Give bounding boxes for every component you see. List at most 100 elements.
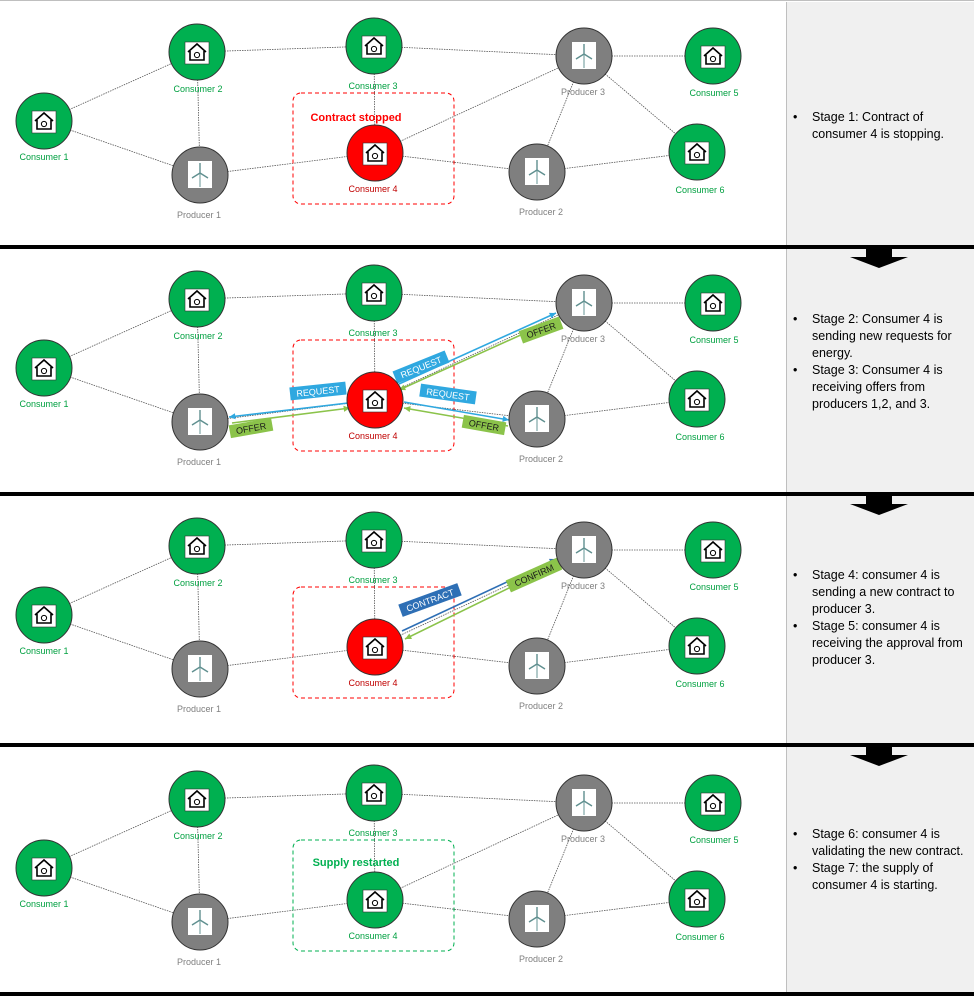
node-producer-1: Producer 1 bbox=[171, 146, 229, 220]
consumer-4-highlight-box bbox=[292, 92, 455, 205]
node-label: Consumer 2 bbox=[173, 578, 222, 588]
node-label: Consumer 6 bbox=[675, 932, 724, 942]
node-label: Consumer 2 bbox=[173, 831, 222, 841]
node-consumer-2: Consumer 2 bbox=[168, 517, 226, 588]
node-consumer-2: Consumer 2 bbox=[168, 23, 226, 94]
network-link bbox=[199, 646, 376, 670]
stage-4-5-description-panel: Stage 4: consumer 4 is sending a new con… bbox=[786, 496, 974, 743]
stage-1-network: Contract stopped Consumer 1 Consumer 2 Cons… bbox=[15, 17, 742, 220]
message-arrow bbox=[403, 401, 510, 421]
network-link bbox=[199, 399, 376, 423]
node-label: Producer 2 bbox=[519, 207, 563, 217]
network-link bbox=[196, 292, 375, 300]
node-producer-2: Producer 2 bbox=[508, 390, 566, 464]
node-label: Consumer 6 bbox=[675, 679, 724, 689]
node-producer-1: Producer 1 bbox=[171, 640, 229, 714]
stage-2-network: REQUESTOFFERREQUESTOFFERREQUESTOFFERCons… bbox=[15, 264, 742, 467]
stage-separator bbox=[0, 992, 974, 996]
node-label: Consumer 4 bbox=[348, 431, 397, 441]
request-tag: REQUEST bbox=[419, 383, 477, 405]
node-label: Consumer 1 bbox=[19, 646, 68, 656]
request-tag-label: REQUEST bbox=[296, 384, 341, 399]
network-link bbox=[373, 45, 585, 57]
network-link bbox=[373, 539, 585, 551]
node-label: Consumer 6 bbox=[675, 185, 724, 195]
offer-tag: OFFER bbox=[228, 417, 274, 439]
stage-2-text: Stage 2: Consumer 4 is sending new reque… bbox=[787, 311, 974, 362]
top-border bbox=[0, 0, 974, 1]
network-link bbox=[536, 398, 698, 420]
node-label: Producer 3 bbox=[561, 581, 605, 591]
network-link bbox=[374, 55, 585, 154]
node-label: Consumer 5 bbox=[689, 88, 738, 98]
node-consumer-3: Consumer 3 bbox=[345, 264, 403, 338]
request-tag: REQUEST bbox=[289, 381, 347, 401]
node-label: Consumer 1 bbox=[19, 899, 68, 909]
arrowhead-icon bbox=[405, 633, 412, 639]
message-arrow bbox=[228, 402, 349, 418]
consumer-4-highlight-box bbox=[292, 586, 455, 699]
network-link bbox=[196, 792, 375, 800]
network-link bbox=[374, 802, 585, 901]
node-consumer-3: Consumer 3 bbox=[345, 17, 403, 91]
node-label: Producer 1 bbox=[177, 210, 221, 220]
node-label: Consumer 3 bbox=[348, 828, 397, 838]
node-producer-2: Producer 2 bbox=[508, 637, 566, 711]
node-consumer-6: Consumer 6 bbox=[668, 370, 726, 442]
arrowhead-icon bbox=[343, 405, 350, 412]
node-producer-3: Producer 3 bbox=[555, 521, 613, 591]
status-label: Contract stopped bbox=[310, 112, 401, 124]
arrowhead-icon bbox=[229, 413, 236, 420]
node-label: Producer 1 bbox=[177, 957, 221, 967]
node-producer-3: Producer 3 bbox=[555, 774, 613, 844]
node-label: Producer 1 bbox=[177, 704, 221, 714]
stage-separator bbox=[0, 743, 974, 747]
node-producer-3: Producer 3 bbox=[555, 27, 613, 97]
node-consumer-3: Consumer 3 bbox=[345, 511, 403, 585]
stage-7-text: Stage 7: the supply of consumer 4 is sta… bbox=[787, 860, 974, 894]
stage-3-network: CONTRACT CONFIRM Consumer 1 Consumer 2 Consu… bbox=[15, 511, 742, 714]
node-consumer-4: Consumer 4 bbox=[346, 871, 404, 941]
message-arrow bbox=[231, 407, 351, 424]
confirm-tag: CONFIRM bbox=[505, 557, 563, 593]
node-label: Consumer 5 bbox=[689, 835, 738, 845]
node-label: Producer 2 bbox=[519, 701, 563, 711]
node-consumer-5: Consumer 5 bbox=[684, 274, 742, 345]
node-consumer-1: Consumer 1 bbox=[15, 92, 73, 162]
node-label: Producer 1 bbox=[177, 457, 221, 467]
node-label: Consumer 4 bbox=[348, 678, 397, 688]
node-label: Consumer 3 bbox=[348, 81, 397, 91]
contract-tag: CONTRACT bbox=[398, 583, 462, 617]
node-consumer-6: Consumer 6 bbox=[668, 870, 726, 942]
stage-3-text: Stage 3: Consumer 4 is receiving offers … bbox=[787, 362, 974, 413]
node-producer-2: Producer 2 bbox=[508, 143, 566, 217]
node-label: Producer 3 bbox=[561, 334, 605, 344]
stage-1-text: Stage 1: Contract of consumer 4 is stopp… bbox=[787, 109, 974, 143]
node-label: Producer 3 bbox=[561, 87, 605, 97]
network-link bbox=[196, 539, 375, 547]
consumer-4-highlight-box bbox=[292, 839, 455, 952]
node-consumer-1: Consumer 1 bbox=[15, 339, 73, 409]
node-producer-1: Producer 1 bbox=[171, 393, 229, 467]
node-consumer-5: Consumer 5 bbox=[684, 521, 742, 592]
network-link bbox=[373, 792, 585, 804]
stage-separator bbox=[0, 492, 974, 496]
node-consumer-2: Consumer 2 bbox=[168, 770, 226, 841]
node-label: Consumer 4 bbox=[348, 931, 397, 941]
node-label: Producer 3 bbox=[561, 834, 605, 844]
node-consumer-1: Consumer 1 bbox=[15, 839, 73, 909]
network-link bbox=[196, 45, 375, 53]
node-label: Consumer 2 bbox=[173, 331, 222, 341]
node-consumer-5: Consumer 5 bbox=[684, 27, 742, 98]
arrowhead-icon bbox=[502, 415, 509, 422]
network-link bbox=[199, 152, 376, 176]
network-link bbox=[199, 899, 376, 923]
stage-4-text: Stage 4: consumer 4 is sending a new con… bbox=[787, 567, 974, 618]
network-link bbox=[374, 302, 585, 401]
node-label: Producer 2 bbox=[519, 954, 563, 964]
node-label: Consumer 6 bbox=[675, 432, 724, 442]
stage-6-text: Stage 6: consumer 4 is validating the ne… bbox=[787, 826, 974, 860]
stage-5-text: Stage 5: consumer 4 is receiving the app… bbox=[787, 618, 974, 669]
